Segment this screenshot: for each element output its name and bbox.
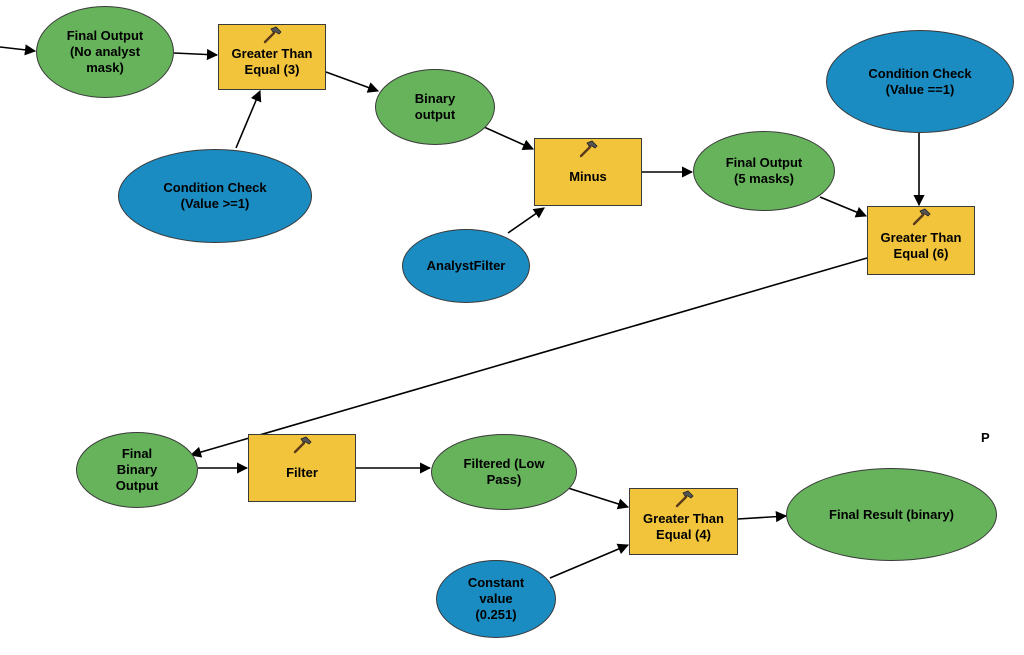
node-constant-value[interactable]: Constant value (0.251) [436,560,556,638]
tool-greater-than-equal-3[interactable]: Greater Than Equal (3) [218,24,326,90]
connector-gte4-to-final-result[interactable] [737,511,788,523]
tool-minus[interactable]: Minus [534,138,642,206]
tool-greater-than-equal-4[interactable]: Greater Than Equal (4) [629,488,738,555]
stray-label: P [981,430,990,445]
connector-filtered-low-pass-to-gte4[interactable] [567,487,630,510]
hammer-icon [579,140,598,158]
hammer-icon [912,208,931,226]
connector-final-output-no-mask-to-gte3[interactable] [173,48,219,61]
node-condition-check-eq-1[interactable]: Condition Check (Value ==1) [826,30,1014,133]
connector-constant-value-to-gte4[interactable] [549,543,630,579]
tool-filter[interactable]: Filter [248,434,356,502]
node-final-output-no-analyst-mask[interactable]: Final Output (No analyst mask) [36,6,174,98]
node-binary-output[interactable]: Binary output [375,69,495,145]
node-final-result-binary[interactable]: Final Result (binary) [786,468,997,561]
connector-final-output-5-to-gte6[interactable] [819,196,868,218]
connector-cond-gte1-to-gte3[interactable] [235,89,262,149]
connector-analyst-filter-to-minus[interactable] [507,207,545,234]
hammer-icon [263,26,282,44]
node-analyst-filter[interactable]: AnalystFilter [402,229,530,303]
hammer-icon [293,436,312,454]
connector-incoming-to-final-output-no-mask[interactable] [0,44,37,56]
tool-greater-than-equal-6[interactable]: Greater Than Equal (6) [867,206,975,275]
hammer-icon [675,490,694,508]
connector-binary-output-to-minus[interactable] [483,126,535,150]
node-final-output-5-masks[interactable]: Final Output (5 masks) [693,131,835,211]
node-condition-check-gte-1[interactable]: Condition Check (Value >=1) [118,149,312,243]
connector-gte6-to-final-binary-output[interactable] [189,257,868,458]
connector-gte3-to-binary-output[interactable] [325,71,380,93]
node-final-binary-output[interactable]: Final Binary Output [76,432,198,508]
node-filtered-low-pass[interactable]: Filtered (Low Pass) [431,434,577,510]
